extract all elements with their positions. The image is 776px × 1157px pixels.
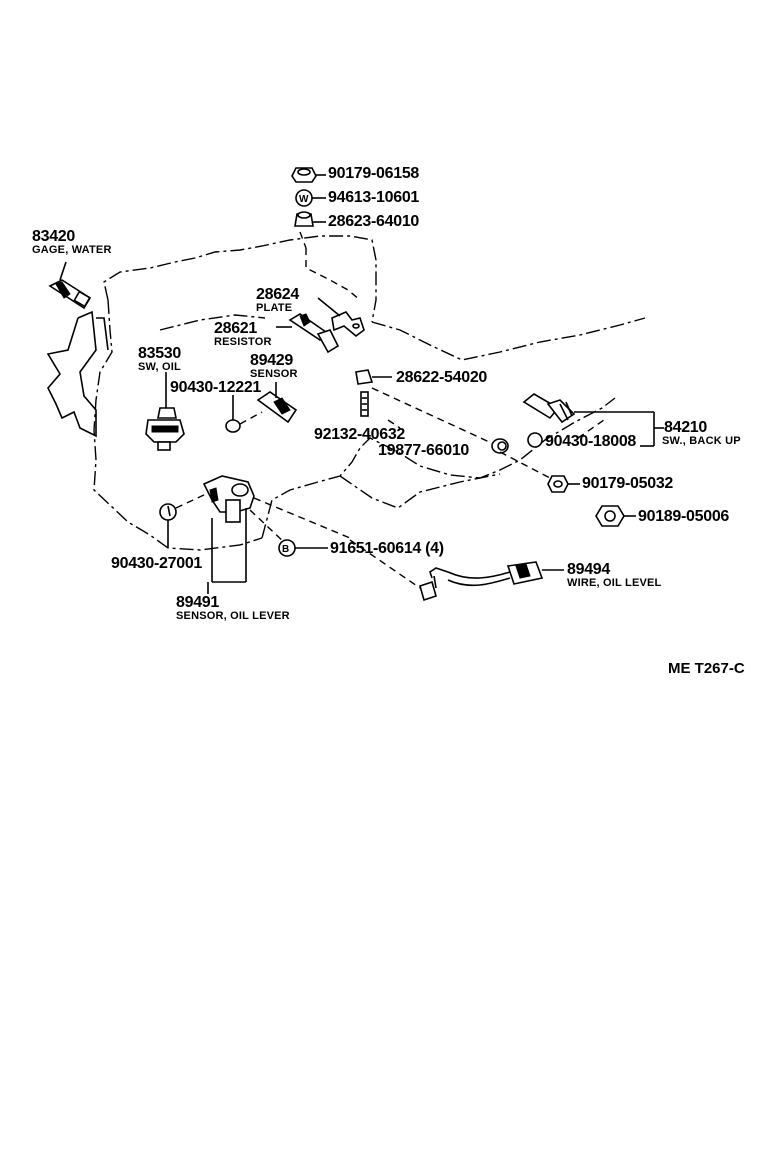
part-number-89429[interactable]: 89429: [250, 352, 293, 369]
part-number-90189-05006[interactable]: 90189-05006: [638, 508, 730, 525]
part-number-83530[interactable]: 83530: [138, 345, 181, 362]
part-number-28623-64010[interactable]: 28623-64010: [328, 213, 420, 230]
plug-19877: [491, 438, 509, 454]
part-number-89494[interactable]: 89494: [567, 561, 610, 578]
part-desc-89491: SENSOR, OIL LEVER: [176, 610, 290, 622]
part-number-19877-66010[interactable]: 19877-66010: [378, 442, 470, 459]
part-number-90430-12221[interactable]: 90430-12221: [170, 379, 262, 396]
oil-pressure-switch: [145, 372, 185, 451]
part-number-28622-54020[interactable]: 28622-54020: [396, 369, 488, 386]
oil-level-sensor: [159, 475, 351, 594]
part-number-94613-10601[interactable]: 94613-10601: [328, 189, 420, 206]
oil-level-wire: [419, 561, 564, 602]
engine-outline: [93, 231, 646, 551]
part-number-90430-27001[interactable]: 90430-27001: [111, 555, 203, 572]
part-number-90179-05032[interactable]: 90179-05032: [582, 475, 674, 492]
part-number-90179-06158[interactable]: 90179-06158: [328, 165, 420, 182]
part-number-89491[interactable]: 89491: [176, 594, 219, 611]
plate-and-resistor: [276, 297, 365, 354]
part-number-90430-18008[interactable]: 90430-18008: [545, 433, 637, 450]
bolt-symbol: B: [282, 544, 289, 555]
part-number-84210[interactable]: 84210: [664, 419, 707, 436]
part-desc-28624: PLATE: [256, 302, 293, 314]
nuts-lower-right: [499, 451, 636, 527]
part-desc-84210: SW., BACK UP: [662, 435, 741, 447]
washer-symbol: W: [299, 194, 309, 205]
backup-switch: [522, 393, 664, 448]
part-desc-28621: RESISTOR: [214, 336, 272, 348]
temp-sensor: [225, 382, 298, 433]
part-desc-89494: WIRE, OIL LEVEL: [567, 577, 662, 589]
top-nut-stack: W: [291, 167, 326, 227]
part-desc-89429: SENSOR: [250, 368, 298, 380]
water-gage-sender: [48, 261, 92, 310]
part-number-91651-60614[interactable]: 91651-60614 (4): [330, 540, 444, 557]
part-number-28621[interactable]: 28621: [214, 320, 257, 337]
part-number-83420[interactable]: 83420: [32, 228, 75, 245]
part-number-92132-40632[interactable]: 92132-40632: [314, 426, 406, 443]
part-desc-83420: GAGE, WATER: [32, 244, 112, 256]
bolt-91651: B: [278, 539, 421, 589]
part-number-28624[interactable]: 28624: [256, 286, 299, 303]
part-desc-83530: SW, OIL: [138, 361, 181, 373]
plug-and-stud: [355, 369, 499, 447]
diagram-reference-code: ME T267-C: [668, 660, 745, 677]
left-bracket: [46, 310, 109, 438]
